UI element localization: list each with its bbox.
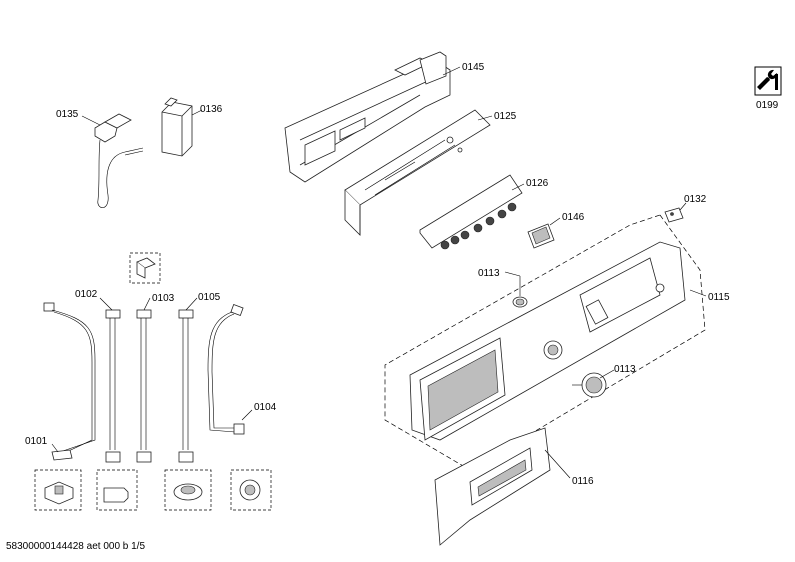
label-0135: 0135 xyxy=(56,109,79,120)
label-0126: 0126 xyxy=(526,178,549,189)
label-0102: 0102 xyxy=(75,289,98,300)
programme-selector-button-part[interactable] xyxy=(512,296,528,308)
connector-4-part[interactable] xyxy=(230,469,272,511)
label-0145: 0145 xyxy=(462,62,485,73)
detergent-drawer-handle-part[interactable] xyxy=(434,427,551,546)
label-0115: 0115 xyxy=(708,292,730,303)
label-0104: 0104 xyxy=(254,402,277,413)
wiring-harness-0105-part[interactable] xyxy=(178,309,194,463)
label-0116: 0116 xyxy=(572,476,594,487)
connector-2-part[interactable] xyxy=(96,469,138,511)
label-0105: 0105 xyxy=(198,292,221,303)
connector-boxed-part[interactable] xyxy=(129,252,161,284)
label-0103: 0103 xyxy=(152,293,175,304)
connector-1-part[interactable] xyxy=(34,469,82,511)
label-0101: 0101 xyxy=(25,436,48,447)
power-cord-part[interactable] xyxy=(94,113,144,208)
drawing-number: 58300000144428 aet 000 b 1/5 xyxy=(6,541,146,552)
wiring-harness-0103-part[interactable] xyxy=(136,309,152,463)
control-module-pcb-part[interactable] xyxy=(344,109,491,236)
module-frame-part[interactable] xyxy=(284,51,451,183)
label-0113-bottom: 0113 xyxy=(614,364,636,375)
label-0125: 0125 xyxy=(494,111,517,122)
display-window-part[interactable] xyxy=(527,223,555,249)
label-0136: 0136 xyxy=(200,104,223,115)
service-wrench-icon[interactable] xyxy=(754,66,782,96)
label-0132: 0132 xyxy=(684,194,707,205)
interference-filter-part[interactable] xyxy=(161,97,193,157)
bracket-part[interactable] xyxy=(664,207,684,223)
wiring-harness-0102-part[interactable] xyxy=(105,309,121,463)
wiring-harness-0101-part[interactable] xyxy=(43,302,96,461)
connector-3-part[interactable] xyxy=(164,469,212,511)
label-0113-top: 0113 xyxy=(478,268,500,279)
fascia-panel-part[interactable] xyxy=(409,241,686,441)
display-module-part[interactable] xyxy=(419,174,523,250)
fascia-panel-group-outline xyxy=(384,214,706,471)
label-0146: 0146 xyxy=(562,212,585,223)
rotary-knob-part[interactable] xyxy=(572,372,607,398)
label-0199: 0199 xyxy=(756,100,779,111)
wiring-harness-0104-part[interactable] xyxy=(207,304,245,435)
